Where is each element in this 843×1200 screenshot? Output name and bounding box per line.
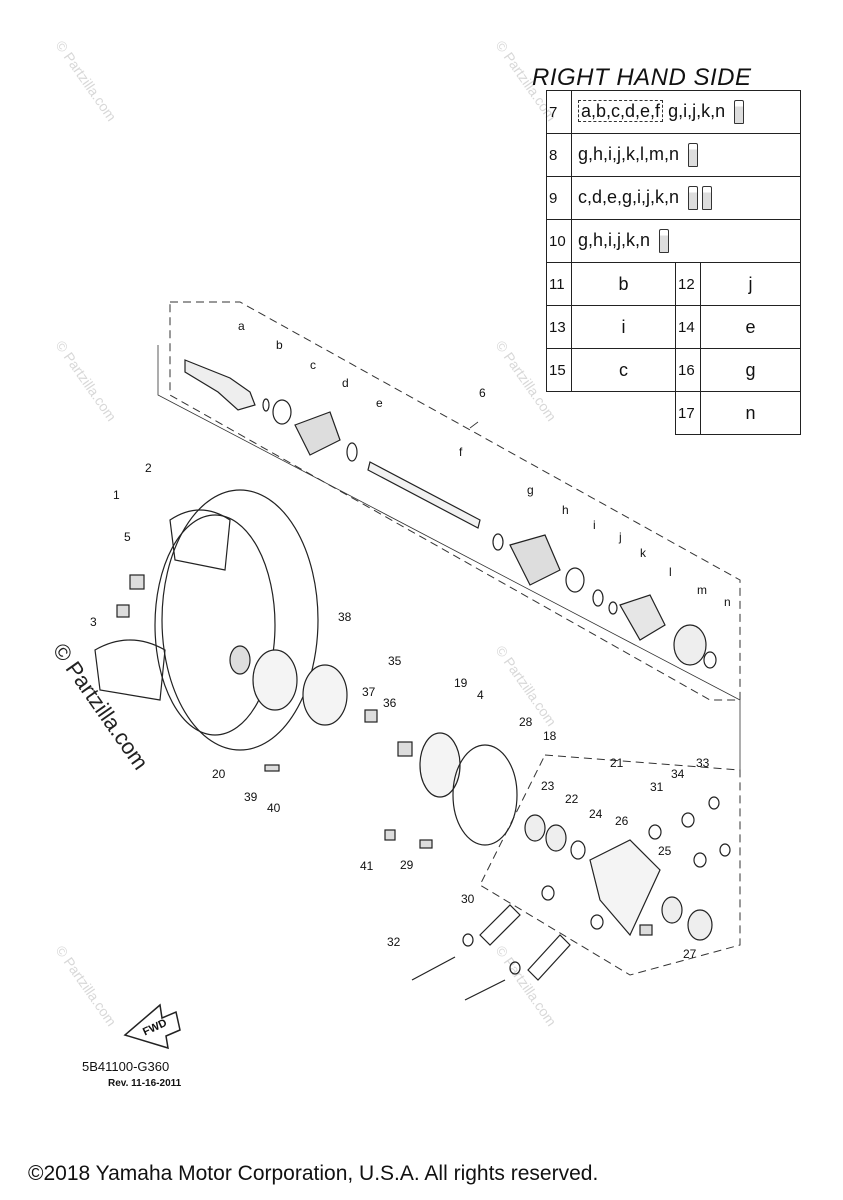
callout-c: c [310,358,316,372]
callout-k: k [640,546,647,560]
callout-g: g [527,483,534,497]
legend-row-8: 8 g,h,i,j,k,l,m,n [546,133,801,177]
callout-23: 23 [541,779,555,793]
callout-35: 35 [388,654,402,668]
legend-row-10: 10 g,h,i,j,k,n [546,219,801,263]
callout-5: 5 [124,530,131,544]
legend-row-17: 17 n [547,391,801,435]
callout-n: n [724,595,731,609]
watermark-6: © Partzilla.com [53,943,120,1029]
part-letter: n [700,391,801,435]
drive-shaft-parts [184,359,717,669]
callout-37: 37 [362,685,376,699]
callout-4: 4 [477,688,484,702]
drawing-code: 5B41100-G360 [82,1059,169,1074]
callout-39: 39 [244,790,258,804]
wheel-parts [94,489,518,849]
knuckle-parts [411,796,731,1001]
callout-f: f [459,445,463,459]
callout-6: 6 [479,386,486,400]
callout-l: l [669,565,672,579]
row-number: 8 [546,133,572,177]
grease-tube-icon [688,186,699,210]
callout-b: b [276,338,283,352]
callout-41: 41 [360,859,374,873]
callout-2: 2 [145,461,152,475]
legend-row-7: 7 a,b,c,d,e,f g,i,j,k,n [546,90,801,134]
callout-j: j [618,530,622,544]
row-number: 11 [546,262,572,306]
callout-d: d [342,376,349,390]
row-number: 7 [546,90,572,134]
part-letter: g [700,348,801,392]
part-letter: i [571,305,676,349]
row-codes: g,h,i,j,k,l,m,n [578,143,680,164]
grease-tube-icon [659,229,670,253]
callout-24: 24 [589,807,603,821]
grease-tube-icon [734,100,745,124]
callout-29: 29 [400,858,414,872]
part-letter: e [700,305,801,349]
fwd-arrow: FWD [123,1003,181,1050]
legend-row-15-16: 15 c 16 g [546,348,801,392]
callout-i: i [593,518,596,532]
row-codes: c,d,e,g,i,j,k,n [578,186,680,207]
part-letter: j [700,262,801,306]
watermark-3: © Partzilla.com [53,338,120,424]
table-title: RIGHT HAND SIDE [532,64,752,91]
callout-22: 22 [565,792,579,806]
watermark-1: © Partzilla.com [53,38,120,124]
row-number: 17 [675,391,701,435]
callout-19: 19 [454,676,468,690]
grease-tube-icon [702,186,713,210]
callout-36: 36 [383,696,397,710]
boxed-codes: a,b,c,d,e,f [578,99,664,122]
callout-30: 30 [461,892,475,906]
knuckle-assembly-outline [479,754,741,976]
row-codes: g,h,i,j,k,n [578,229,651,250]
callout-40: 40 [267,801,281,815]
row-number: 16 [675,348,701,392]
callout-28: 28 [519,715,533,729]
grease-tube-icon [688,143,699,167]
callout-1: 1 [113,488,120,502]
shaft-assembly-outline [169,301,741,701]
callout-3: 3 [90,615,97,629]
row-number: 13 [546,305,572,349]
watermark-main: © Partzilla.com [48,639,154,775]
callout-34: 34 [671,767,685,781]
callout-26: 26 [615,814,629,828]
callout-a: a [238,319,245,333]
callout-27: 27 [683,947,697,961]
callout-e: e [376,396,383,410]
row-number: 9 [546,176,572,220]
row-number: 10 [546,219,572,263]
copyright-footer: ©2018 Yamaha Motor Corporation, U.S.A. A… [28,1162,599,1185]
callout-18: 18 [543,729,557,743]
callout-labels: a b c d e f g h i j k l m n 1 2 3 4 5 6 … [90,319,731,961]
legend-row-13-14: 13 i 14 e [546,305,801,349]
callout-m: m [697,583,707,597]
row-number: 14 [675,305,701,349]
row-codes: g,i,j,k,n [668,100,726,121]
parts-legend-table: 7 a,b,c,d,e,f g,i,j,k,n 8 g,h,i,j,k,l,m,… [546,90,801,435]
leader-lines [157,345,741,770]
row-number: 15 [546,348,572,392]
callout-38: 38 [338,610,352,624]
callout-20: 20 [212,767,226,781]
legend-row-9: 9 c,d,e,g,i,j,k,n [546,176,801,220]
callout-32: 32 [387,935,401,949]
part-letter: c [571,348,676,392]
legend-row-11-12: 11 b 12 j [546,262,801,306]
row-number: 12 [675,262,701,306]
revision-date: Rev. 11-16-2011 [108,1078,182,1089]
callout-21: 21 [610,756,624,770]
callout-h: h [562,503,569,517]
part-letter: b [571,262,676,306]
callout-31: 31 [650,780,664,794]
callout-33: 33 [696,756,710,770]
callout-25: 25 [658,844,672,858]
